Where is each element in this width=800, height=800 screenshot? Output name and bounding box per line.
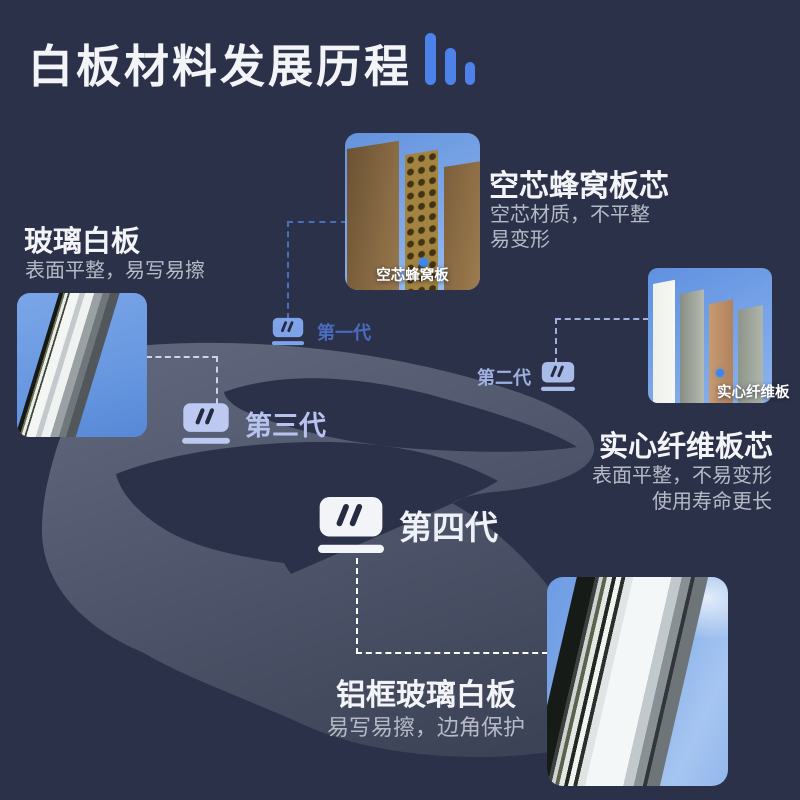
glass-board-edge [17,293,126,437]
glass-heading: 玻璃白板 [24,226,141,258]
aluminum-board-photo [547,577,728,786]
milestone-label: 第三代 [245,411,326,441]
honeycomb-photo-label: 空芯蜂窝板 [376,268,449,284]
milestone-label: 第四代 [399,509,498,546]
page-title: 白板材料发展历程 [28,41,413,92]
fiber-desc-line1: 表面平整，不易变形 [592,465,772,487]
whiteboard-icon [318,496,384,554]
connector-gen2 [555,318,649,364]
fiber-panel-photo [648,268,772,403]
blue-dot-marker [419,258,428,267]
milestone-gen1: 第一代 [272,317,371,346]
aluminum-description: 易写易擦，边角保护 [326,715,525,740]
fiber-photo-label: 实心纤维板 [717,385,790,401]
milestone-gen2: 第二代 [477,361,575,392]
connector-gen4 [356,558,548,654]
fiber-description: 表面平整，不易变形 使用寿命更长 [592,463,772,515]
fiber-slab-gray1 [680,289,704,403]
connector-gen1 [287,221,347,319]
honeycomb-heading: 空芯蜂窝板芯 [489,170,669,203]
connector-gen3 [146,356,218,415]
fiber-desc-line2: 使用寿命更长 [652,491,772,513]
whiteboard-icon [182,403,230,444]
honeycomb-description: 空芯材质，不平整 易变形 [490,203,650,253]
honeycomb-desc-line2: 易变形 [490,229,550,251]
fiber-slab-white [653,279,675,403]
milestone-label: 第一代 [317,322,371,343]
honeycomb-panel-photo [345,133,480,290]
honeycomb-desc-line1: 空芯材质，不平整 [490,204,650,226]
glass-description: 表面平整，易写易擦 [25,260,205,282]
bar-chart-icon [425,33,475,85]
fiber-photo-group: 实心纤维板 [648,268,790,403]
fiber-heading: 实心纤维板芯 [598,431,773,463]
milestone-gen3: 第三代 [182,402,326,445]
glass-board-photo [17,293,147,437]
whiteboard-icon [272,317,304,346]
aluminum-heading: 铝框玻璃白板 [336,679,516,712]
milestone-label: 第二代 [477,367,531,388]
milestone-gen4: 第四代 [318,495,498,555]
blue-dot-marker [716,369,724,377]
whiteboard-icon [541,362,575,391]
